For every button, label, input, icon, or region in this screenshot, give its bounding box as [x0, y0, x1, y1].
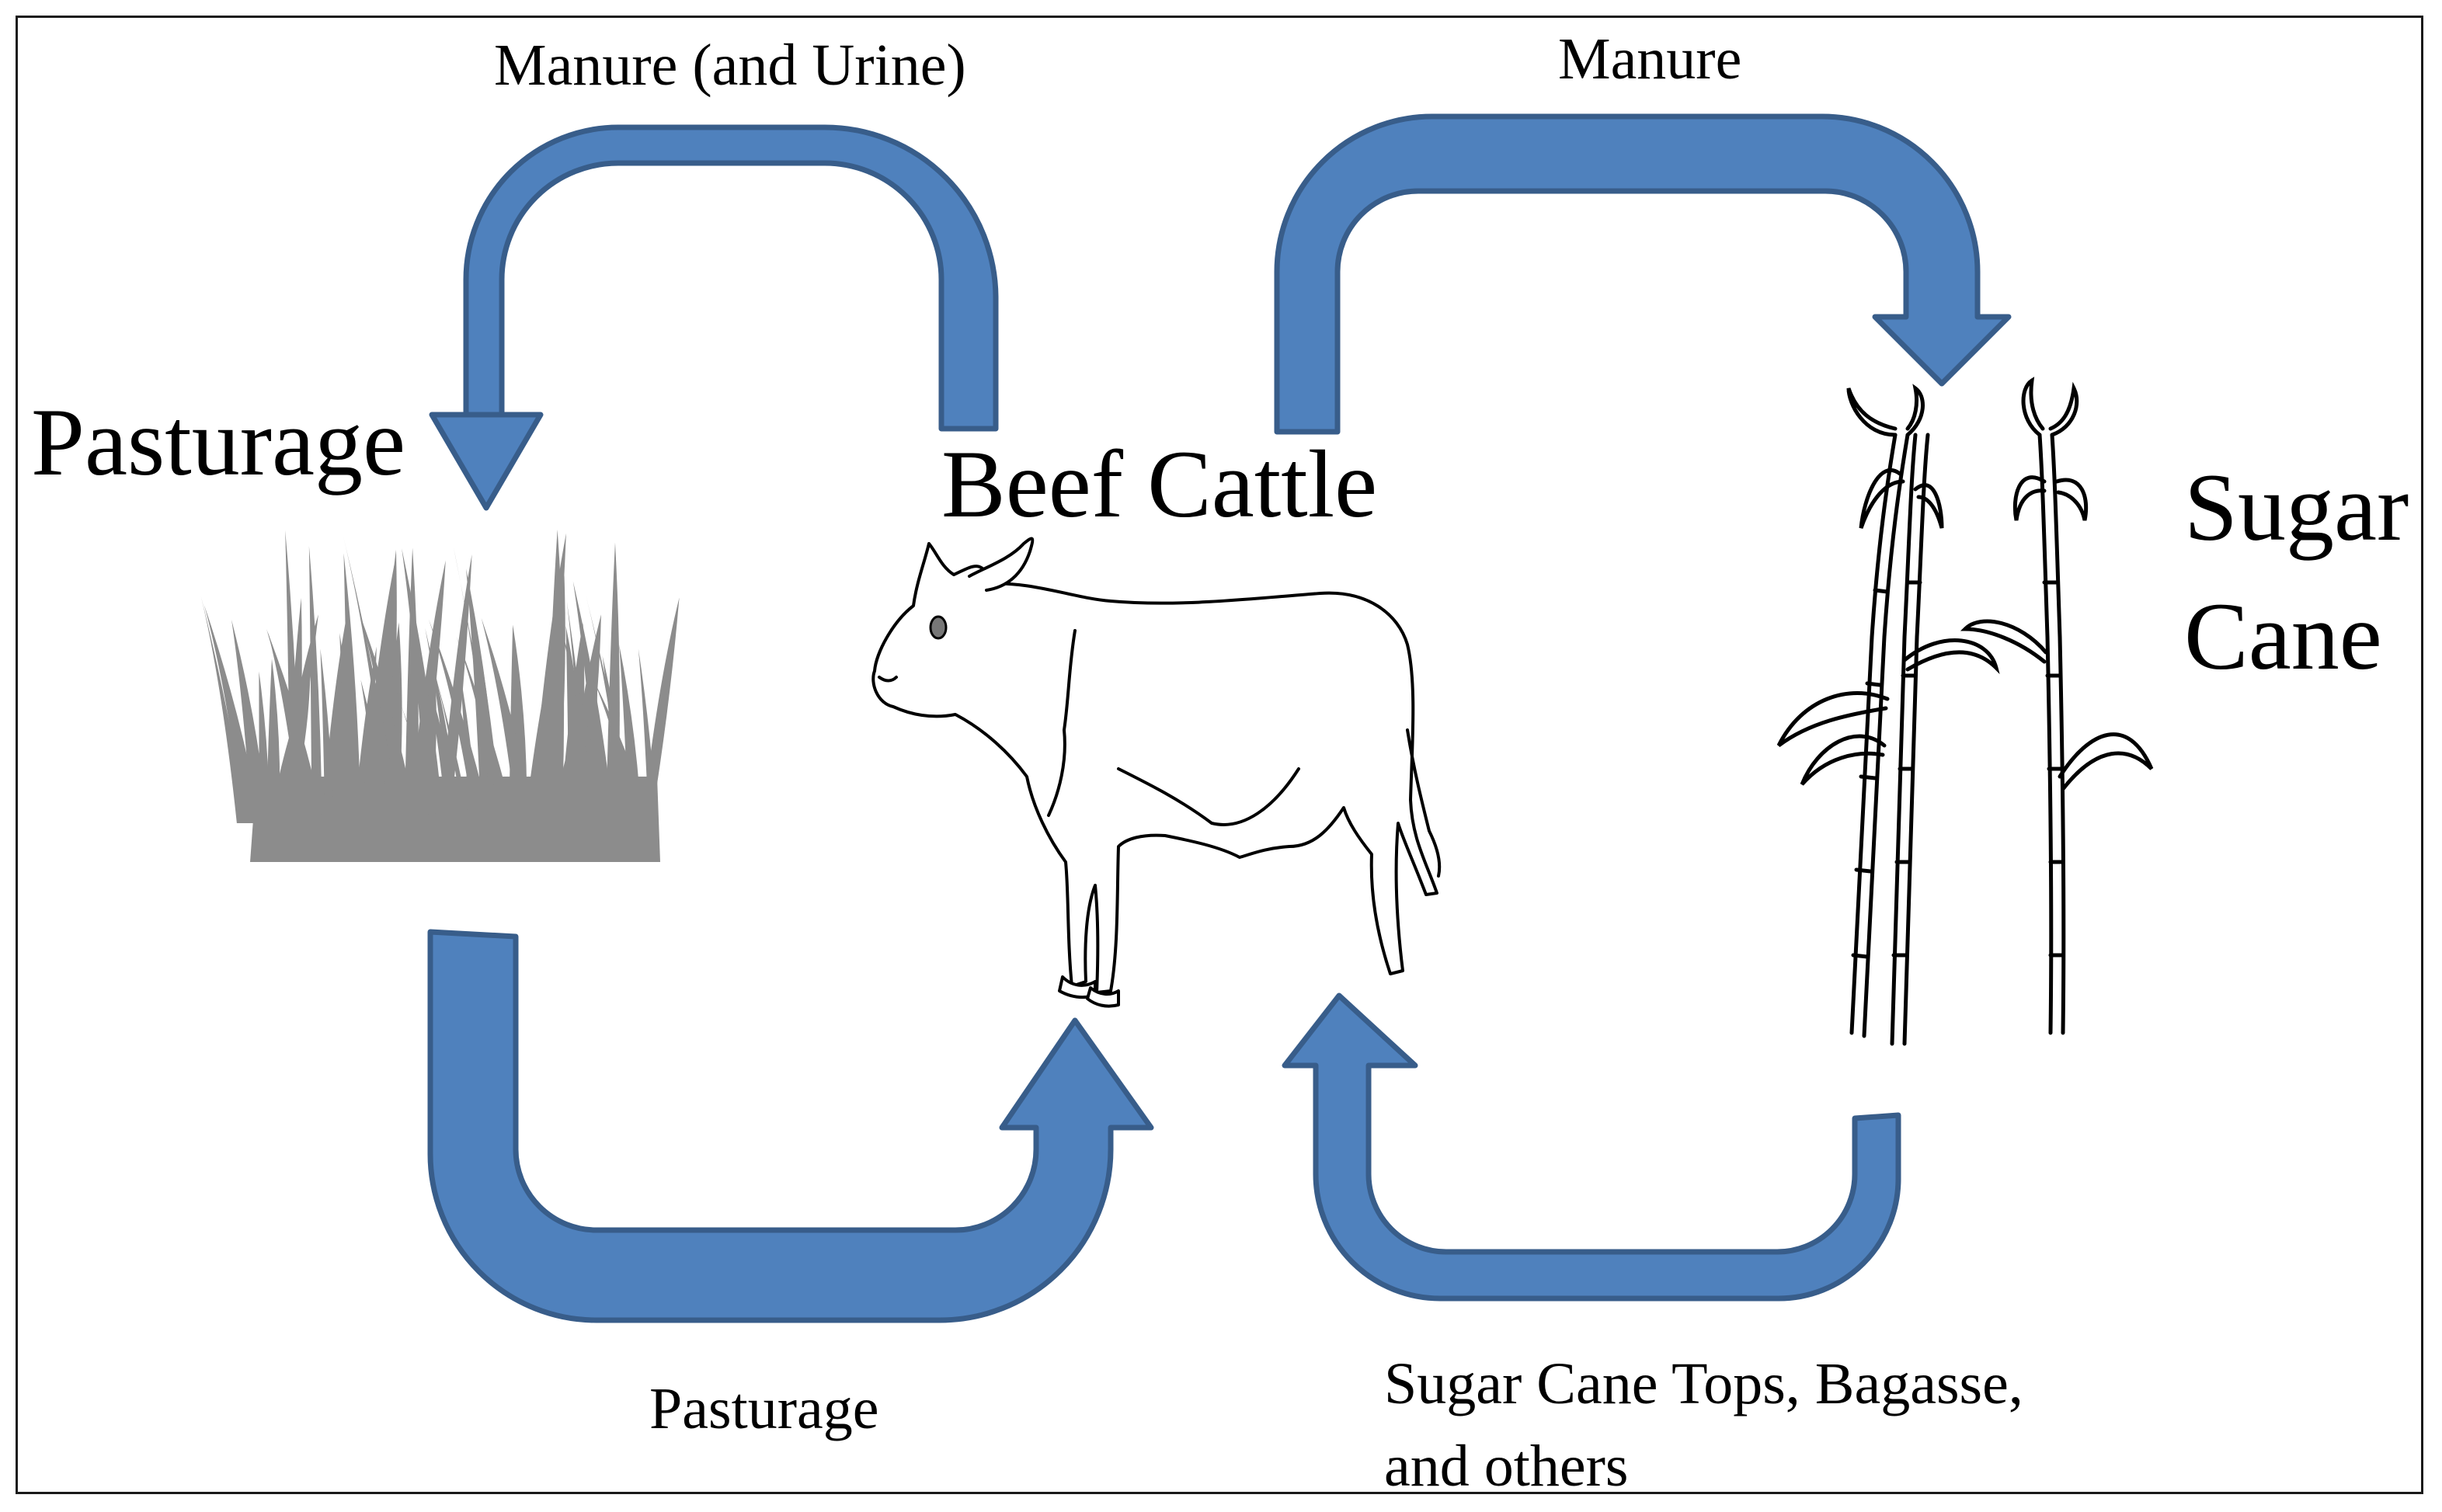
grass-blade [343, 553, 361, 823]
grass-blade [266, 659, 280, 823]
node-label-sugar-cane-line2: Cane [2184, 583, 2382, 690]
sugar-cane-icon [1776, 377, 2154, 1046]
grass-blade [572, 581, 614, 823]
node-label-sugar-cane-line1: Sugar [2184, 454, 2409, 561]
grass-blade [456, 636, 515, 823]
label-manure-and-urine: Manure (and Urine) [494, 33, 966, 98]
grass-blade [402, 548, 444, 823]
grass-blade [266, 628, 324, 823]
label-sugar-cane-tops-line1: Sugar Cane Tops, Bagasse, [1384, 1351, 2023, 1416]
grass-blade [231, 619, 268, 823]
grass-blade [308, 546, 322, 823]
arrow-manure-to-pasturage [429, 124, 999, 511]
node-label-pasturage: Pasturage [31, 389, 406, 495]
arrow-manure-to-sugar-cane [1274, 113, 2012, 435]
arrow-sugar-cane-to-cattle [1282, 992, 1901, 1302]
grass-blade [320, 648, 334, 823]
grass-blade [360, 680, 389, 823]
grass-blade [343, 534, 401, 823]
grass-blade [204, 604, 261, 823]
grass-blade [391, 677, 438, 823]
grass-blade [481, 617, 534, 823]
grass-blade [544, 530, 565, 823]
grass-blade [619, 644, 642, 823]
grass-blade [259, 671, 270, 823]
grass-blade [638, 648, 657, 823]
diagram-frame [16, 16, 2423, 1494]
grass-blade [425, 627, 461, 823]
label-manure: Manure [1558, 26, 1742, 92]
grass-blade [360, 614, 417, 823]
grass-icon [200, 530, 680, 862]
grass-blade [431, 662, 471, 823]
grass-blade [200, 596, 248, 823]
label-pasturage-flow: Pasturage [649, 1376, 879, 1441]
grass-blade [428, 619, 491, 823]
grass-blade [353, 646, 377, 823]
label-sugar-cane-tops-line2: and others [1384, 1434, 1629, 1499]
arrow-pasturage-to-cattle [427, 929, 1154, 1323]
grass-blade [593, 679, 650, 823]
cow-icon [871, 537, 1442, 1008]
node-label-beef-cattle: Beef Cattle [941, 431, 1378, 537]
